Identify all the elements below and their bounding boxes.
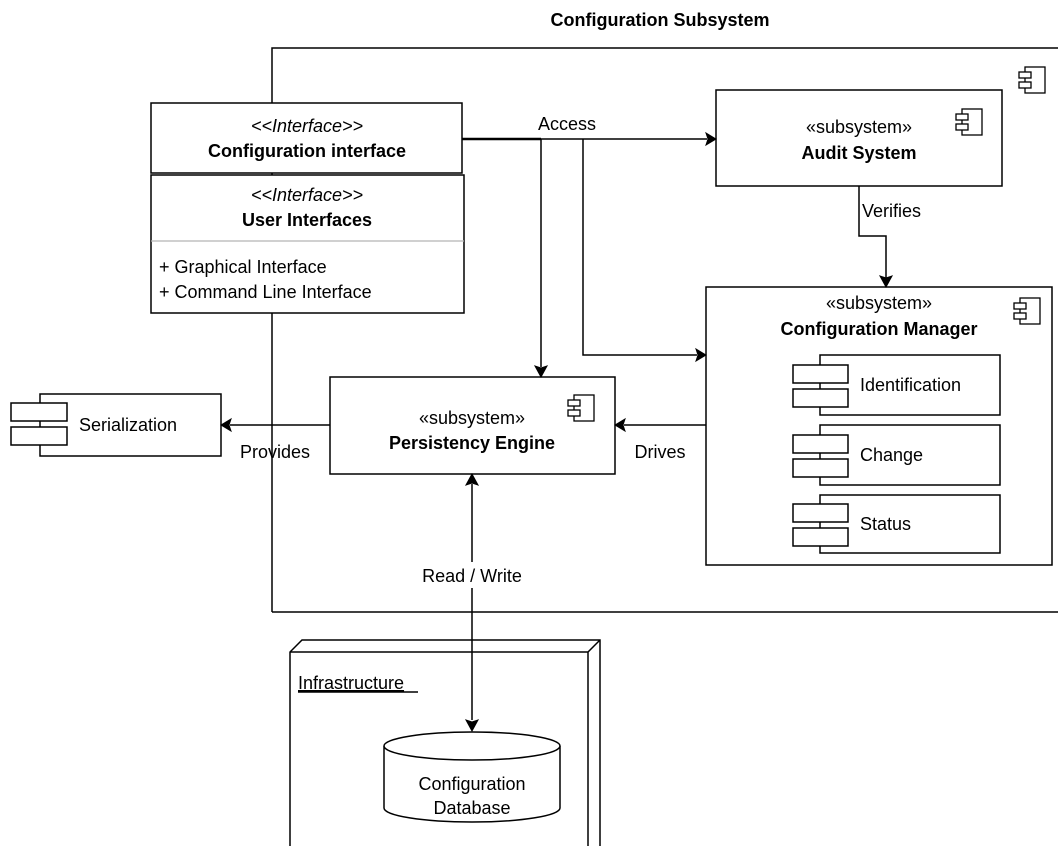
interface-to-manager	[582, 139, 697, 356]
label-background	[410, 562, 534, 588]
config-interface-name: Configuration interface	[208, 141, 406, 161]
verifies-connector	[858, 186, 887, 278]
user-interface-item: + Graphical Interface	[159, 257, 327, 277]
configuration-manager-box: «subsystem» Configuration Manager Identi…	[705, 286, 1053, 566]
config-interface-stereotype: <<Interface>>	[251, 116, 363, 136]
change-component: Change	[792, 424, 1001, 486]
arrowhead	[695, 347, 707, 363]
database-top	[383, 731, 561, 761]
configuration-subsystem-frame	[271, 47, 1058, 613]
database-label-line2: Database	[433, 798, 510, 818]
provides-label: Provides	[240, 442, 310, 462]
arrowhead	[464, 472, 480, 486]
user-interface-item: + Command Line Interface	[159, 282, 372, 302]
user-interfaces-name: User Interfaces	[242, 210, 372, 230]
read-write-label: Read / Write	[422, 566, 522, 586]
arrowhead	[533, 365, 549, 379]
arrowhead	[878, 275, 894, 289]
arrowhead	[705, 131, 717, 147]
serialization-label: Serialization	[79, 415, 177, 435]
node-depth-edges	[290, 639, 601, 846]
manager-name: Configuration Manager	[781, 319, 978, 339]
user-interfaces-stereotype: <<Interface>>	[251, 185, 363, 205]
audit-system-box: «subsystem» Audit System	[715, 89, 1003, 187]
subsystem-border	[271, 47, 1058, 612]
component-label: Change	[860, 445, 923, 465]
persistency-name: Persistency Engine	[389, 433, 555, 453]
connectors: Access Verifies Drives Provides Read / W…	[220, 114, 921, 733]
manager-stereotype: «subsystem»	[826, 293, 932, 313]
configuration-interface-box: <<Interface>> Configuration interface	[150, 102, 463, 174]
arrowhead	[220, 417, 232, 433]
component-icon	[1018, 66, 1046, 94]
persistency-engine-box: «subsystem» Persistency Engine	[329, 376, 616, 475]
configuration-database: Configuration Database	[383, 731, 561, 823]
access-label: Access	[538, 114, 596, 134]
audit-stereotype: «subsystem»	[806, 117, 912, 137]
audit-name: Audit System	[801, 143, 916, 163]
serialization-component: Serialization	[10, 393, 222, 457]
identification-component: Identification	[792, 354, 1001, 416]
arrowhead	[614, 417, 626, 433]
infrastructure-node: Infrastructure	[289, 639, 601, 846]
component-label: Status	[860, 514, 911, 534]
user-interfaces-box: <<Interface>> User Interfaces + Graphica…	[150, 174, 465, 314]
component-label: Identification	[860, 375, 961, 395]
verifies-label: Verifies	[862, 201, 921, 221]
subsystem-title: Configuration Subsystem	[550, 10, 769, 30]
node-outline	[289, 639, 601, 846]
component-icon	[567, 394, 595, 422]
infrastructure-label: Infrastructure	[298, 673, 404, 693]
arrowhead	[464, 719, 480, 733]
component-icon	[955, 108, 983, 136]
drives-label: Drives	[634, 442, 685, 462]
persistency-stereotype: «subsystem»	[419, 408, 525, 428]
database-label-line1: Configuration	[418, 774, 525, 794]
component-icon	[1013, 297, 1041, 325]
status-component: Status	[792, 494, 1001, 554]
